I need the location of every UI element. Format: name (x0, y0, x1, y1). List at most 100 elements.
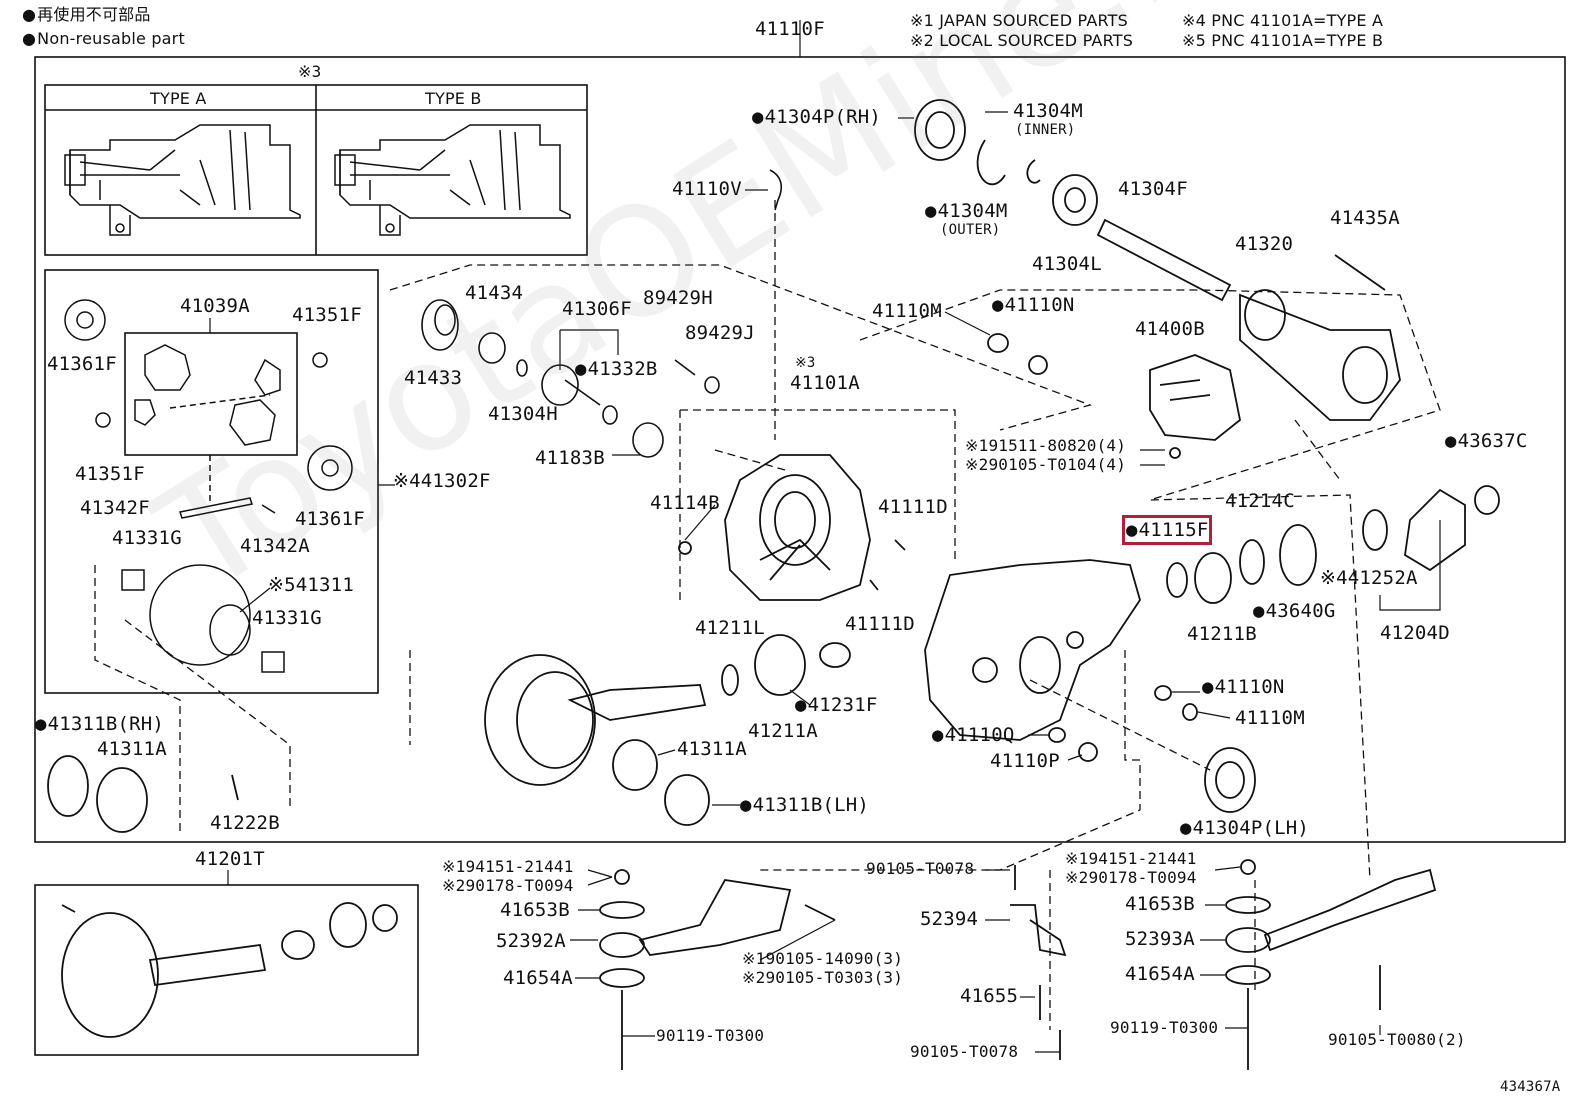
part-label-90105-T0080[interactable]: 90105-T0080(2) (1328, 1030, 1466, 1049)
part-label-41655[interactable]: 41655 (960, 985, 1019, 1007)
pinion-gear-inner-frame (124, 332, 298, 456)
part-label-41111D-top[interactable]: 41111D (878, 496, 948, 518)
part-label-290105-T0104[interactable]: ※290105-T0104(4) (965, 455, 1127, 474)
part-label-41332B[interactable]: 41332B (575, 358, 658, 380)
part-label-52392A[interactable]: 52392A (496, 930, 566, 952)
ring-gear-and-pinion (484, 634, 851, 826)
pinion-bearing-group (421, 169, 782, 458)
part-label-41183B[interactable]: 41183B (535, 447, 605, 469)
part-label-41435A[interactable]: 41435A (1330, 207, 1400, 229)
part-label-41304L[interactable]: 41304L (1032, 253, 1102, 275)
part-label-41400B[interactable]: 41400B (1135, 318, 1205, 340)
part-label-441252A[interactable]: ※441252A (1320, 567, 1418, 589)
part-label-194151-21441-left[interactable]: ※194151-21441 (442, 857, 574, 876)
part-label-41211A[interactable]: 41211A (748, 720, 818, 742)
carrier-housing (924, 559, 1141, 741)
part-label-41311A-center[interactable]: 41311A (677, 738, 747, 760)
type-a-label: TYPE A (150, 89, 207, 108)
part-label-41222B[interactable]: 41222B (210, 812, 280, 834)
part-label-41311B-lh[interactable]: 41311B(LH) (740, 794, 869, 816)
part-label-41302F-ref[interactable]: ※441302F (393, 470, 491, 492)
part-label-290105-T0303[interactable]: ※290105-T0303(3) (742, 968, 904, 987)
part-label-41304M-outer[interactable]: 41304M (925, 200, 1008, 222)
part-label-89429H[interactable]: 89429H (643, 287, 713, 309)
part-label-290178-T0094-right[interactable]: ※290178-T0094 (1065, 868, 1197, 887)
note-pnc-type-b: ※5 PNC 41101A=TYPE B (1182, 31, 1384, 50)
part-label-43640G[interactable]: 43640G (1253, 600, 1336, 622)
part-label-41654A-left[interactable]: 41654A (503, 967, 573, 989)
part-label-52394[interactable]: 52394 (920, 908, 979, 930)
part-label-41110Q[interactable]: 41110Q (932, 724, 1015, 746)
part-label-41306F[interactable]: 41306F (562, 298, 632, 320)
part-label-41311B-rh[interactable]: 41311B(RH) (35, 713, 164, 735)
part-label-41434[interactable]: 41434 (465, 282, 524, 304)
part-label-41654A-right[interactable]: 41654A (1125, 963, 1195, 985)
part-label-290178-T0094-left[interactable]: ※290178-T0094 (442, 876, 574, 895)
part-label-41304F[interactable]: 41304F (1118, 178, 1188, 200)
part-label-41110F[interactable]: 41110F (755, 18, 825, 40)
part-label-41304P-lh[interactable]: 41304P(LH) (1180, 817, 1309, 839)
part-label-90105-T0078-top[interactable]: 90105-T0078 (866, 859, 975, 878)
type-b-housing-sketch (334, 124, 571, 236)
part-label-41211L[interactable]: 41211L (695, 617, 765, 639)
part-label-41214C[interactable]: 41214C (1225, 490, 1295, 512)
part-label-41331G-top[interactable]: 41331G (112, 527, 182, 549)
part-label-41342A[interactable]: 41342A (240, 535, 310, 557)
part-label-41110M-bottom[interactable]: 41110M (1235, 707, 1305, 729)
part-label-41304H[interactable]: 41304H (488, 403, 558, 425)
part-label-41304P-rh[interactable]: 41304P(RH) (752, 106, 881, 128)
note-pnc-type-a: ※4 PNC 41101A=TYPE A (1182, 11, 1384, 30)
part-label-90119-T0300-left[interactable]: 90119-T0300 (656, 1026, 765, 1045)
part-label-190105-14090[interactable]: ※190105-14090(3) (742, 949, 904, 968)
legend-reuse-en: Non-reusable part (22, 28, 185, 50)
part-note-41304M-inner: (INNER) (1015, 122, 1076, 138)
part-label-41101A[interactable]: 41101A (790, 372, 860, 394)
part-label-41320[interactable]: 41320 (1235, 233, 1294, 255)
part-label-41039A[interactable]: 41039A (180, 295, 250, 317)
part-label-41231F[interactable]: 41231F (795, 694, 878, 716)
part-label-41653B-left[interactable]: 41653B (500, 899, 570, 921)
note-japan-sourced: ※1 JAPAN SOURCED PARTS (910, 11, 1129, 30)
part-label-89429J[interactable]: 89429J (685, 322, 755, 344)
part-label-52393A[interactable]: 52393A (1125, 928, 1195, 950)
part-label-41311A-left[interactable]: 41311A (97, 738, 167, 760)
part-label-41110P[interactable]: 41110P (990, 750, 1060, 772)
part-label-191511-80820[interactable]: ※191511-80820(4) (965, 436, 1127, 455)
part-label-41204D[interactable]: 41204D (1380, 622, 1450, 644)
leader-lines (209, 20, 1441, 1053)
part-label-43637C[interactable]: 43637C (1445, 430, 1528, 452)
differential-case-parts (64, 299, 353, 673)
part-label-90105-T0078-bottom[interactable]: 90105-T0078 (910, 1042, 1019, 1061)
part-label-41433[interactable]: 41433 (404, 367, 463, 389)
differential-case-frame (44, 269, 379, 694)
part-label-41111D-bottom[interactable]: 41111D (845, 613, 915, 635)
part-label-41653B-right[interactable]: 41653B (1125, 893, 1195, 915)
part-label-41110M-top[interactable]: 41110M (872, 300, 942, 322)
part-label-41361F-bottom[interactable]: 41361F (295, 508, 365, 530)
part-label-41101A-ref: ※3 (795, 355, 816, 371)
note-local-sourced: ※2 LOCAL SOURCED PARTS (910, 31, 1134, 50)
part-label-41304M-inner[interactable]: 41304M (1013, 100, 1083, 122)
part-label-41351F-bottom[interactable]: 41351F (75, 463, 145, 485)
part-label-194151-21441-right[interactable]: ※194151-21441 (1065, 849, 1197, 868)
part-label-41110N-top[interactable]: 41110N (992, 294, 1075, 316)
part-label-41361F-top[interactable]: 41361F (47, 353, 117, 375)
part-label-41342F[interactable]: 41342F (80, 497, 150, 519)
axle-tube-41320 (914, 99, 1401, 421)
assembly-guide-lines (94, 200, 1441, 1030)
part-label-90119-T0300-right[interactable]: 90119-T0300 (1110, 1018, 1219, 1037)
part-label-41110V[interactable]: 41110V (672, 178, 742, 200)
part-label-41351F-top[interactable]: 41351F (292, 304, 362, 326)
part-label-41311-ref[interactable]: ※541311 (268, 574, 354, 596)
part-label-41331G-bottom[interactable]: 41331G (252, 607, 322, 629)
ring-gear-kit-frame (34, 884, 419, 1056)
ring-gear-kit-parts (61, 902, 398, 1038)
part-label-41114B[interactable]: 41114B (650, 492, 720, 514)
part-label-41115F-selected[interactable]: 41115F (1121, 515, 1213, 545)
part-note-41304M-outer: (OUTER) (940, 222, 1001, 238)
part-label-41201T[interactable]: 41201T (195, 848, 265, 870)
type-a-housing-sketch (64, 124, 301, 236)
part-label-41110N-bottom[interactable]: 41110N (1202, 676, 1285, 698)
part-label-41211B[interactable]: 41211B (1187, 623, 1257, 645)
